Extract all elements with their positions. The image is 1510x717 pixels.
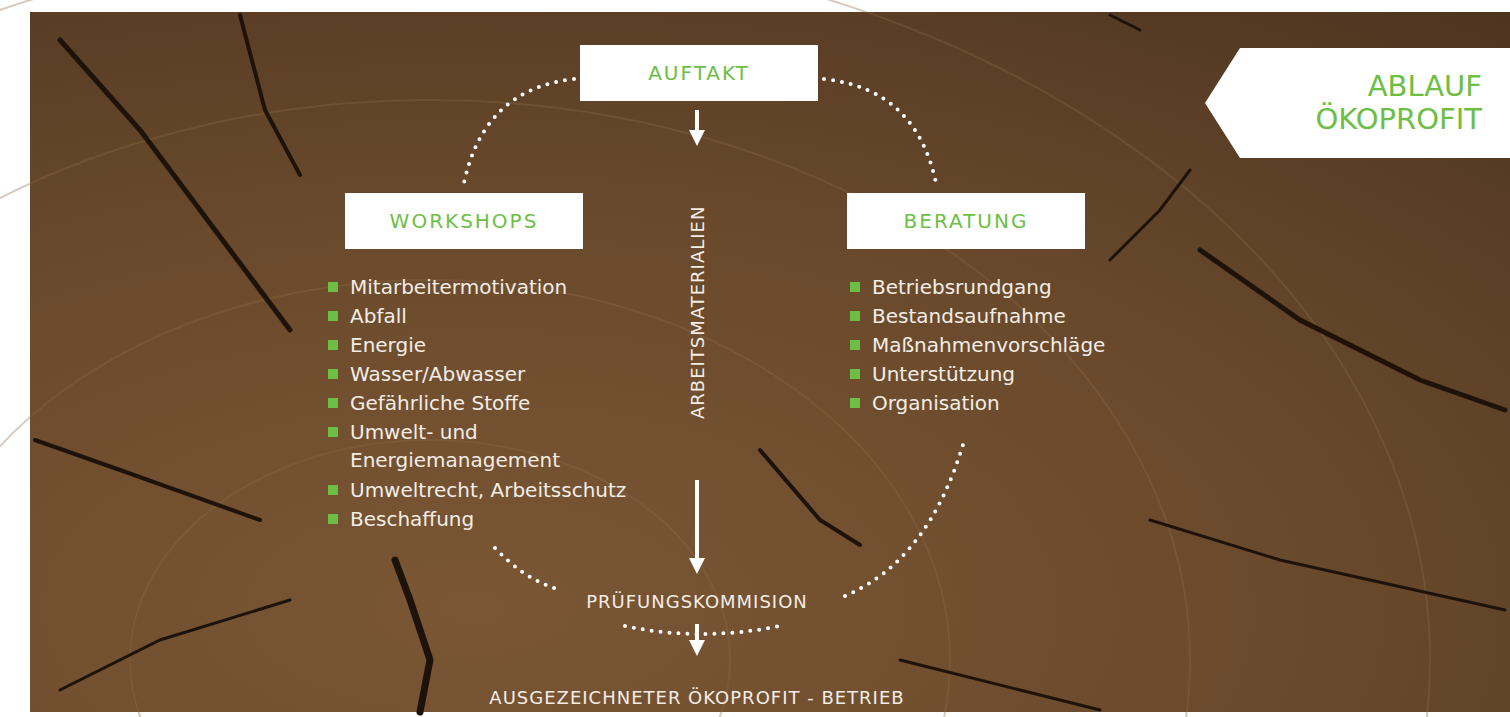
down-arrow xyxy=(695,110,699,138)
list-item: Bestandsaufnahme xyxy=(850,302,1066,330)
step-box: WORKSHOPS xyxy=(345,193,583,249)
list-item: Umwelt- und Energiemanagement xyxy=(328,418,635,474)
step-label: BERATUNG xyxy=(904,209,1029,233)
dotted-connector xyxy=(824,79,936,183)
title: ABLAUF ÖKOPROFIT xyxy=(1282,70,1482,137)
list-item: Umweltrecht, Arbeitsschutz xyxy=(328,476,626,504)
down-arrow xyxy=(695,624,699,648)
bullet-square xyxy=(328,340,338,350)
bullet-square xyxy=(328,398,338,408)
dotted-connector xyxy=(464,79,574,183)
down-arrow xyxy=(695,480,699,566)
list-text: Abfall xyxy=(350,304,407,328)
list-text: Mitarbeitermotivation xyxy=(350,275,567,299)
bullet-square xyxy=(850,398,860,408)
list-item: Energie xyxy=(328,331,426,359)
list-text: Maßnahmenvorschläge xyxy=(872,333,1105,357)
bullet-square xyxy=(850,340,860,350)
vertical-label: ARBEITSMATERIALIEN xyxy=(687,205,708,418)
bullet-square xyxy=(850,311,860,321)
list-item: Gefährliche Stoffe xyxy=(328,389,530,417)
bullet-square xyxy=(328,427,338,437)
bullet-square xyxy=(328,369,338,379)
list-text: Umwelt- und Energiemanagement xyxy=(350,420,560,472)
bullet-square xyxy=(328,282,338,292)
list-text: Umweltrecht, Arbeitsschutz xyxy=(350,478,626,502)
list-text: Unterstützung xyxy=(872,362,1015,386)
list-text: Bestandsaufnahme xyxy=(872,304,1066,328)
step-label: WORKSHOPS xyxy=(390,209,539,233)
bullet-square xyxy=(328,485,338,495)
step-box: BERATUNG xyxy=(847,193,1085,249)
bullet-square xyxy=(328,514,338,524)
stage-label: PRÜFUNGSKOMMISION xyxy=(586,591,808,612)
list-text: Betriebsrundgang xyxy=(872,275,1052,299)
step-box: AUFTAKT xyxy=(580,45,818,101)
list-text: Organisation xyxy=(872,391,1000,415)
bullet-square xyxy=(850,282,860,292)
bullet-square xyxy=(328,311,338,321)
list-item: Beschaffung xyxy=(328,505,474,533)
title-tag: ABLAUF ÖKOPROFIT xyxy=(1205,48,1510,158)
list-item: Unterstützung xyxy=(850,360,1015,388)
step-label: AUFTAKT xyxy=(648,61,750,85)
list-item: Mitarbeitermotivation xyxy=(328,273,567,301)
bullet-square xyxy=(850,369,860,379)
list-item: Organisation xyxy=(850,389,1000,417)
list-text: Beschaffung xyxy=(350,507,474,531)
wood-ground xyxy=(30,12,1510,712)
stage-label: AUSGEZEICHNETER ÖKOPROFIT - BETRIEB xyxy=(489,687,904,708)
list-text: Wasser/Abwasser xyxy=(350,362,525,386)
list-item: Betriebsrundgang xyxy=(850,273,1052,301)
list-item: Maßnahmenvorschläge xyxy=(850,331,1105,359)
list-text: Energie xyxy=(350,333,426,357)
list-text: Gefährliche Stoffe xyxy=(350,391,530,415)
list-item: Wasser/Abwasser xyxy=(328,360,525,388)
list-item: Abfall xyxy=(328,302,407,330)
dotted-arcs xyxy=(495,438,965,634)
